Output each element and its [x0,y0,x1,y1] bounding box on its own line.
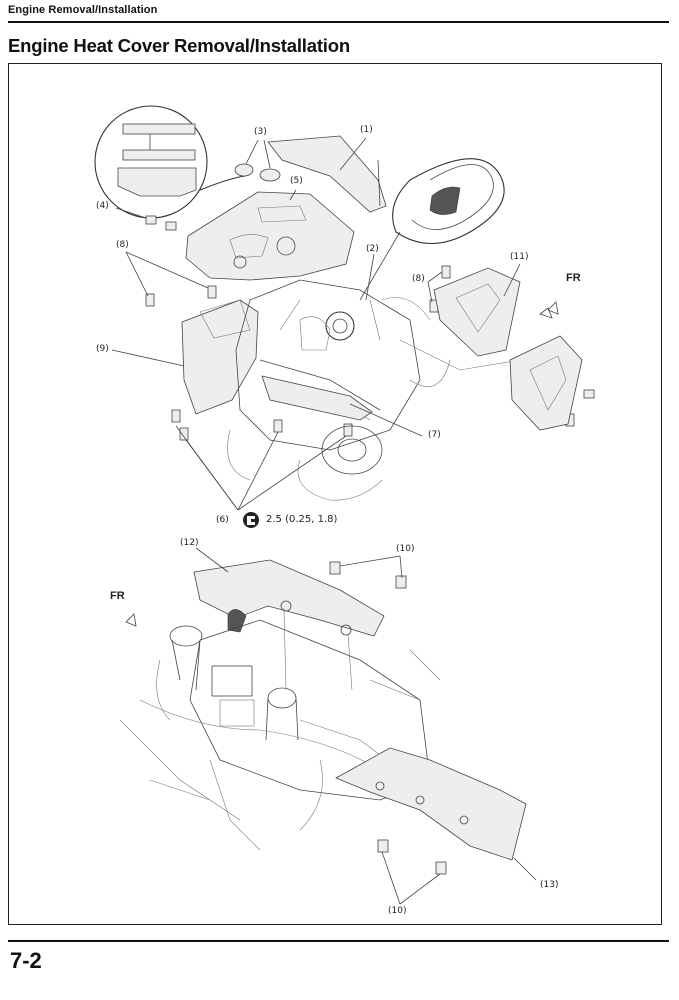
leader-lines-upper [111,137,521,511]
callout-9: (9) [96,344,109,354]
torque-wrench-icon [243,512,259,528]
engine-lower [119,607,441,851]
figure-frame [8,63,662,925]
right-cover-11 [433,267,583,431]
callout-6: (6) [216,515,229,525]
page-title: Engine Heat Cover Removal/Installation [8,35,350,56]
section-header: Engine Removal/Installation [8,4,158,16]
callout-2: (2) [366,244,379,254]
page-number: 7-2 [10,948,42,973]
callout-7: (7) [428,430,441,440]
callout-11: (11) [510,252,529,262]
callout-8b: (8) [412,274,425,284]
torque-spec: 2.5 (0.25, 1.8) [266,514,338,525]
callout-3: (3) [254,127,267,137]
hose-clamps [234,163,281,182]
fr-label-bottom: FR [110,590,125,602]
callout-4: (4) [96,201,109,211]
fr-label-top: FR [566,272,581,284]
side-cover-9 [181,299,259,415]
coolant-hose-inset [359,158,505,301]
callout-10a: (10) [396,544,415,554]
callout-1: (1) [360,125,373,135]
bracket-7 [261,375,373,421]
callout-5: (5) [290,176,303,186]
detail-inset [94,105,246,219]
front-arrow-icon [125,301,559,627]
footer-rule [8,940,669,942]
lower-cover-13 [335,747,527,861]
callout-13: (13) [540,880,559,890]
callout-10b: (10) [388,906,407,916]
lower-cover-12 [193,559,385,637]
cover-1 [267,135,387,213]
header-rule [8,21,669,23]
callout-12: (12) [180,538,199,548]
leader-lines-lower [195,547,537,905]
engine-upper [227,279,521,501]
callout-8a: (8) [116,240,129,250]
upper-cover-5 [185,191,355,281]
